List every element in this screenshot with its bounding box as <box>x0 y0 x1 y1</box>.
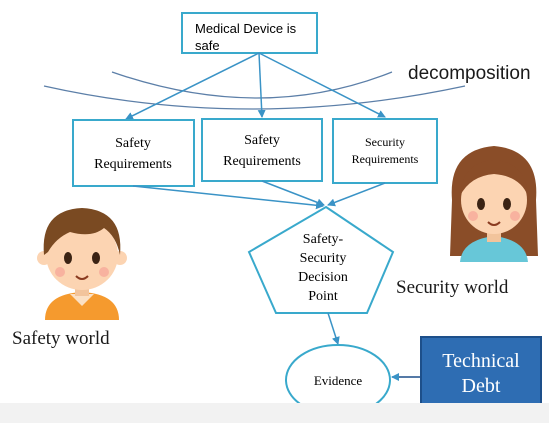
requirement-box-safety-2 <box>201 118 323 182</box>
arrow-req2-to-decision <box>261 180 325 207</box>
arrow-req3-to-decision <box>327 182 386 207</box>
requirement-3-line1: Security <box>365 135 405 149</box>
safety-world-label: Safety world <box>12 328 110 349</box>
requirement-2-line1: Safety <box>244 133 280 148</box>
arrow-top-to-req2 <box>257 52 266 118</box>
requirement-3-line2: Requirements <box>352 152 419 166</box>
security-world-label: Security world <box>396 277 509 298</box>
bottom-strip <box>0 403 549 423</box>
decomposition-arc-lower <box>43 85 466 110</box>
safety-security-diagram: decomposition Medical Device is safe Saf… <box>12 12 542 403</box>
technical-debt-box <box>420 336 542 403</box>
top-node-line2: safe <box>195 38 220 53</box>
decision-line1: Safety- <box>303 232 344 247</box>
decomposition-label: decomposition <box>408 63 531 84</box>
evidence-label: Evidence <box>314 373 363 388</box>
decision-line3: Decision <box>298 270 348 285</box>
arrow-top-to-req1 <box>125 52 260 120</box>
arrow-top-to-req3 <box>258 52 386 118</box>
top-node-line1: Medical Device is <box>195 21 297 36</box>
requirement-box-security <box>332 118 438 184</box>
security-world-avatar <box>450 146 538 262</box>
decision-line4: Point <box>308 289 338 304</box>
decision-point-pentagon <box>247 205 395 314</box>
requirement-box-safety-1 <box>72 119 195 187</box>
technical-debt-line2: Debt <box>462 375 501 397</box>
requirement-1-line2: Requirements <box>94 157 172 172</box>
decomposition-arc-upper <box>111 71 393 99</box>
evidence-ellipse <box>285 344 391 403</box>
top-node-box <box>181 12 318 54</box>
decision-line2: Security <box>300 251 347 266</box>
requirement-2-line2: Requirements <box>223 154 301 169</box>
arrow-decision-to-evidence <box>327 312 340 345</box>
safety-world-avatar <box>37 208 127 320</box>
requirement-1-line1: Safety <box>115 136 151 151</box>
technical-debt-line1: Technical <box>442 350 520 372</box>
arrow-req1-to-decision <box>132 185 324 210</box>
